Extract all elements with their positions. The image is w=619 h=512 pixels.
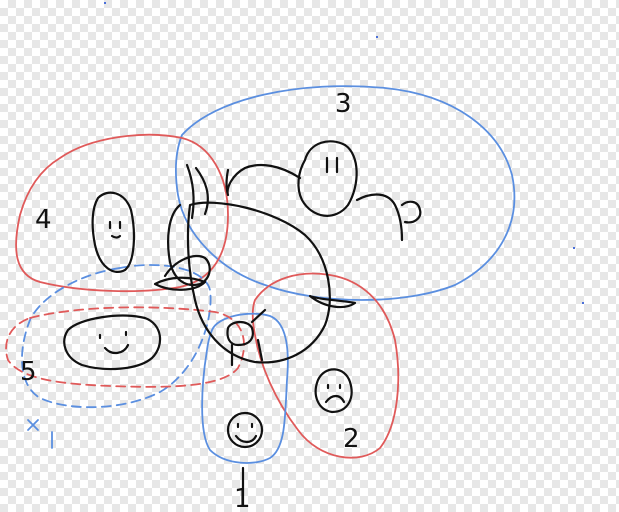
region-label-2: 2 xyxy=(343,424,360,454)
speck xyxy=(573,247,575,249)
sad-face-icon xyxy=(314,368,353,414)
hand-icon xyxy=(226,308,267,367)
speck xyxy=(104,2,106,4)
speck xyxy=(582,302,584,304)
region-1-outline xyxy=(201,312,289,464)
smiley-face-icon-region-5 xyxy=(63,314,162,371)
knot-right-middle xyxy=(308,294,357,309)
region-5-dashed-outline-red xyxy=(5,306,245,388)
region-2-outline xyxy=(251,272,400,459)
stick-figure-icon xyxy=(225,140,422,242)
region-5-dashed-outline-blue xyxy=(21,264,212,409)
smiley-face-icon-region-1 xyxy=(226,411,264,449)
cross-mark-icon xyxy=(27,419,53,449)
speck xyxy=(376,36,378,38)
knot-left-middle xyxy=(153,276,207,291)
connecting-loop xyxy=(186,201,331,364)
knot-top-left xyxy=(185,163,209,220)
neutral-face-icon xyxy=(91,191,135,273)
region-3-outline xyxy=(175,85,516,301)
region-label-3: 3 xyxy=(335,89,352,119)
left-connector-loop xyxy=(163,203,211,287)
region-label-4: 4 xyxy=(35,205,52,235)
region-4-outline xyxy=(15,133,229,293)
region-label-1: 1 xyxy=(234,484,251,512)
region-label-5: 5 xyxy=(20,357,37,387)
